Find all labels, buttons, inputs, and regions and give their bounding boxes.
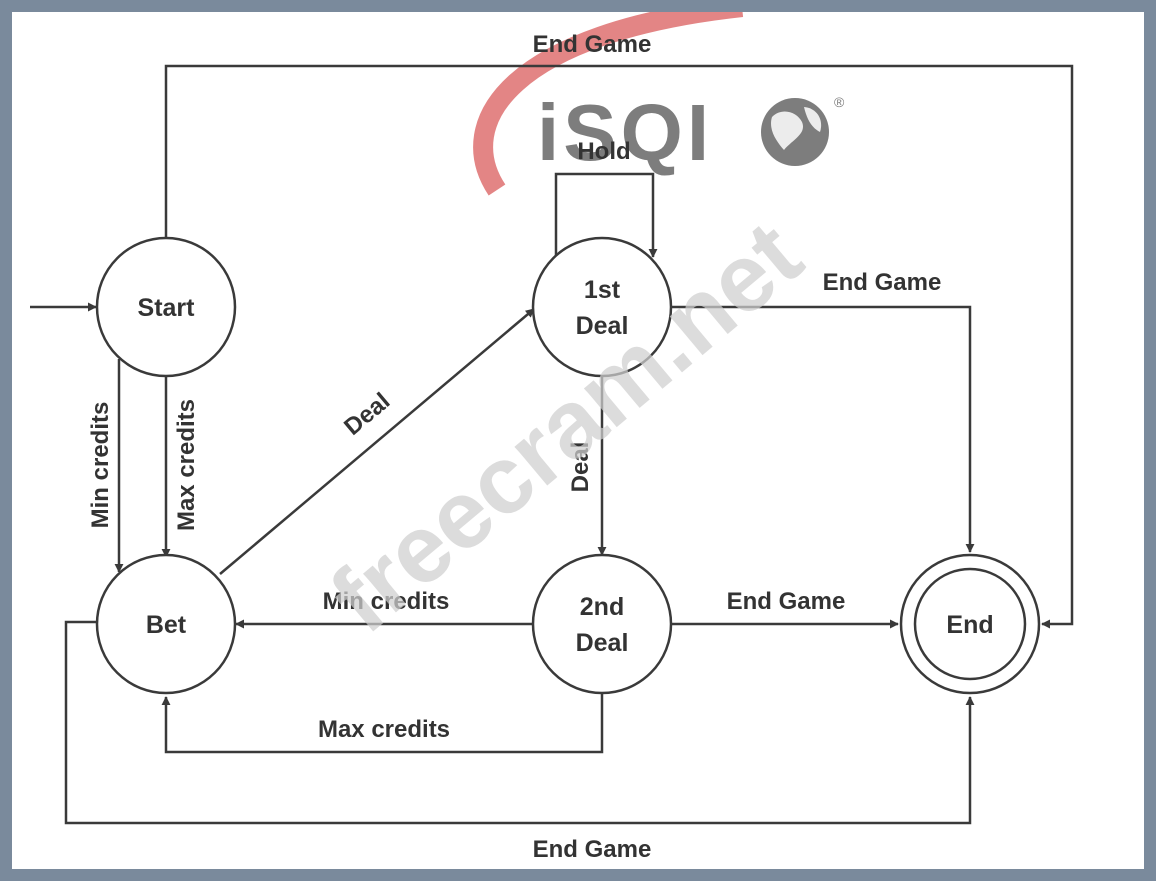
node-start: Start xyxy=(95,236,237,378)
edge-deal1-end xyxy=(672,305,975,553)
label-end-game-bottom: End Game xyxy=(533,836,652,863)
registered-mark: ® xyxy=(834,94,845,110)
diagram-frame: iSQI ® Start 1st Deal Bet xyxy=(12,0,1144,869)
logo-arc xyxy=(473,0,744,196)
edge-hold-loop xyxy=(554,172,658,258)
edge-start-end-top xyxy=(164,64,1074,629)
label-end-game-deal1: End Game xyxy=(823,269,942,296)
node-deal1-label-line2: Deal xyxy=(576,312,629,340)
edge-deal2-bet-max xyxy=(161,694,604,754)
label-min-credits-start: Min credits xyxy=(87,402,114,529)
node-end: End xyxy=(899,553,1041,695)
label-end-game-deal2: End Game xyxy=(727,588,846,615)
node-deal2-label-line1: 2nd xyxy=(580,593,624,621)
logo-text: iSQI xyxy=(537,88,713,177)
label-end-game-top: End Game xyxy=(533,31,652,58)
node-deal2: 2nd Deal xyxy=(531,553,673,695)
edge-bet-end-bottom xyxy=(64,620,975,825)
label-max-credits-deal2: Max credits xyxy=(318,716,450,743)
node-bet: Bet xyxy=(95,553,237,695)
node-end-label: End xyxy=(946,611,993,639)
node-bet-label: Bet xyxy=(146,611,187,639)
label-min-credits-deal2: Min credits xyxy=(323,588,450,615)
node-start-label: Start xyxy=(138,294,196,322)
node-deal2-label-line2: Deal xyxy=(576,629,629,657)
edge-bet-deal1 xyxy=(219,308,535,575)
label-max-credits-start: Max credits xyxy=(173,399,200,531)
node-deal1-label-line1: 1st xyxy=(584,276,621,304)
globe-icon xyxy=(761,98,829,166)
label-hold: Hold xyxy=(577,138,630,165)
state-diagram: iSQI ® Start 1st Deal Bet xyxy=(30,0,1074,863)
node-deal1: 1st Deal xyxy=(531,236,673,378)
label-deal-deal1-deal2: Deal xyxy=(567,442,594,493)
